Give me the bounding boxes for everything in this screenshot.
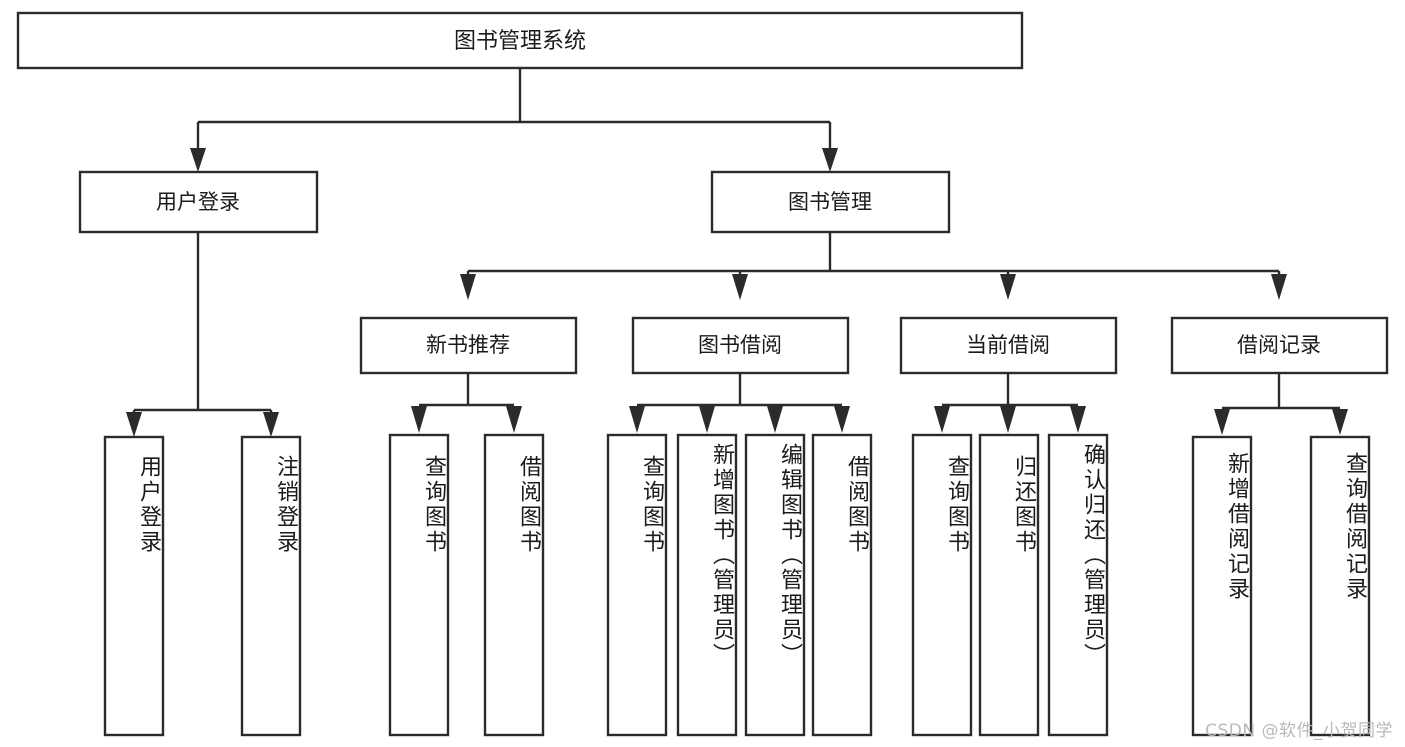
node-book-manage[interactable]: 图书管理 [710,170,951,234]
leaf-current-borrow-2-box[interactable] [978,433,1040,737]
arrow-head-book-borrow [732,274,748,300]
leaf-new-book-1[interactable]: 查询图书 [388,433,450,737]
connector-layer [126,68,1348,437]
node-borrow-record-box[interactable] [1170,316,1389,375]
arrow-head-current-borrow [1000,274,1016,300]
node-borrow-record[interactable]: 借阅记录 [1170,316,1389,375]
leaf-book-borrow-3[interactable]: 编辑图书（管理员） [744,433,806,737]
leaf-new-book-1-box[interactable] [388,433,450,737]
arrow-head-leaf-new-book-1 [411,406,427,433]
leaf-book-borrow-3-label-wrap: 编辑图书（管理员） [777,443,802,668]
leaf-user-login-2-label-wrap: 注销登录 [273,455,298,555]
leaf-book-borrow-2-box[interactable] [676,433,738,737]
leaf-current-borrow-1-box[interactable] [911,433,973,737]
leaf-current-borrow-2-label-wrap: 归还图书 [1011,455,1036,555]
leaf-new-book-2-label-wrap: 借阅图书 [516,455,541,555]
leaf-borrow-record-2-label-wrap: 查询借阅记录 [1342,452,1367,602]
node-current-borrow[interactable]: 当前借阅 [899,316,1118,375]
node-book-manage-box[interactable] [710,170,951,234]
leaf-new-book-1-label-wrap: 查询图书 [421,455,446,555]
leaf-user-login-1-box[interactable] [103,435,165,737]
leaf-book-borrow-2[interactable]: 新增图书（管理员） [676,433,738,737]
leaf-user-login-1-label: 用户登录 [136,455,161,555]
leaf-book-borrow-4-label: 借阅图书 [844,455,869,555]
node-borrow-record-label: 借阅记录 [1237,333,1321,357]
arrow-head-leaf-book-borrow-4 [834,406,850,433]
leaf-book-borrow-3-box[interactable] [744,433,806,737]
arrow-head-leaf-current-borrow-2 [1000,406,1016,433]
arrow-head-leaf-user-login-1 [126,412,142,437]
node-user-login[interactable]: 用户登录 [78,170,319,234]
node-root-box[interactable] [16,11,1024,70]
leaf-current-borrow-1-label: 查询图书 [944,455,969,555]
leaf-book-borrow-4[interactable]: 借阅图书 [811,433,873,737]
leaf-current-borrow-1[interactable]: 查询图书 [911,433,973,737]
node-book-borrow-box[interactable] [631,316,850,375]
arrow-head-book-manage [822,148,838,172]
node-new-book-recommend[interactable]: 新书推荐 [359,316,578,375]
node-new-book-recommend-label: 新书推荐 [426,333,510,357]
leaf-current-borrow-2-label: 归还图书 [1011,455,1036,555]
leaf-book-borrow-1[interactable]: 查询图书 [606,433,668,737]
leaf-user-login-1[interactable]: 用户登录 [103,435,165,737]
arrow-head-leaf-book-borrow-1 [629,406,645,433]
leaf-borrow-record-2-label: 查询借阅记录 [1342,452,1367,602]
leaf-current-borrow-3-box[interactable] [1047,433,1109,737]
leaf-borrow-record-1-label-wrap: 新增借阅记录 [1224,452,1249,602]
csdn-watermark: CSDN @软件_小贺同学 [1205,721,1393,741]
leaf-user-login-1-label-wrap: 用户登录 [136,455,161,555]
leaf-new-book-2-box[interactable] [483,433,545,737]
node-current-borrow-label: 当前借阅 [966,333,1050,357]
leaf-book-borrow-4-box[interactable] [811,433,873,737]
leaf-current-borrow-2[interactable]: 归还图书 [978,433,1040,737]
node-root[interactable]: 图书管理系统 [16,11,1024,70]
leaf-borrow-record-2[interactable]: 查询借阅记录 [1309,435,1371,737]
leaf-book-borrow-2-label: 新增图书（管理员） [709,443,734,668]
arrow-head-leaf-book-borrow-2 [699,406,715,433]
leaf-book-borrow-1-label-wrap: 查询图书 [639,455,664,555]
arrow-head-leaf-borrow-record-2 [1332,409,1348,435]
leaf-new-book-1-label: 查询图书 [421,455,446,555]
leaf-user-login-2-box[interactable] [240,435,302,737]
leaf-new-book-2-label: 借阅图书 [516,455,541,555]
arrow-head-leaf-borrow-record-1 [1214,409,1230,435]
leaf-current-borrow-1-label-wrap: 查询图书 [944,455,969,555]
leaf-borrow-record-2-box[interactable] [1309,435,1371,737]
leaf-current-borrow-3-label-wrap: 确认归还（管理员） [1080,443,1105,668]
node-new-book-recommend-box[interactable] [359,316,578,375]
leaf-book-borrow-2-label-wrap: 新增图书（管理员） [709,443,734,668]
leaf-user-login-2[interactable]: 注销登录 [240,435,302,737]
node-book-borrow[interactable]: 图书借阅 [631,316,850,375]
arrow-head-leaf-current-borrow-1 [934,406,950,433]
arrow-head-leaf-new-book-2 [506,406,522,433]
leaf-user-login-2-label: 注销登录 [273,455,298,555]
leaf-book-borrow-4-label-wrap: 借阅图书 [844,455,869,555]
leaf-book-borrow-1-box[interactable] [606,433,668,737]
node-user-login-box[interactable] [78,170,319,234]
leaf-book-borrow-1-label: 查询图书 [639,455,664,555]
leaf-current-borrow-3[interactable]: 确认归还（管理员） [1047,433,1109,737]
leaf-borrow-record-1-box[interactable] [1191,435,1253,737]
leaf-current-borrow-3-label: 确认归还（管理员） [1080,443,1105,668]
leaf-borrow-record-1[interactable]: 新增借阅记录 [1191,435,1253,737]
arrow-head-leaf-current-borrow-3 [1070,406,1086,433]
arrow-head-new-book [460,274,476,300]
node-current-borrow-box[interactable] [899,316,1118,375]
arrow-head-leaf-user-login-2 [263,412,279,437]
node-book-manage-label: 图书管理 [788,190,872,214]
arrow-head-borrow-record [1271,274,1287,300]
node-book-borrow-label: 图书借阅 [698,333,782,357]
node-root-label: 图书管理系统 [454,29,586,54]
arrow-head-user-login [190,148,206,172]
arrow-head-leaf-book-borrow-3 [767,406,783,433]
node-user-login-label: 用户登录 [156,190,240,214]
leaf-book-borrow-3-label: 编辑图书（管理员） [777,443,802,668]
leaf-new-book-2[interactable]: 借阅图书 [483,433,545,737]
leaf-borrow-record-1-label: 新增借阅记录 [1224,452,1249,602]
